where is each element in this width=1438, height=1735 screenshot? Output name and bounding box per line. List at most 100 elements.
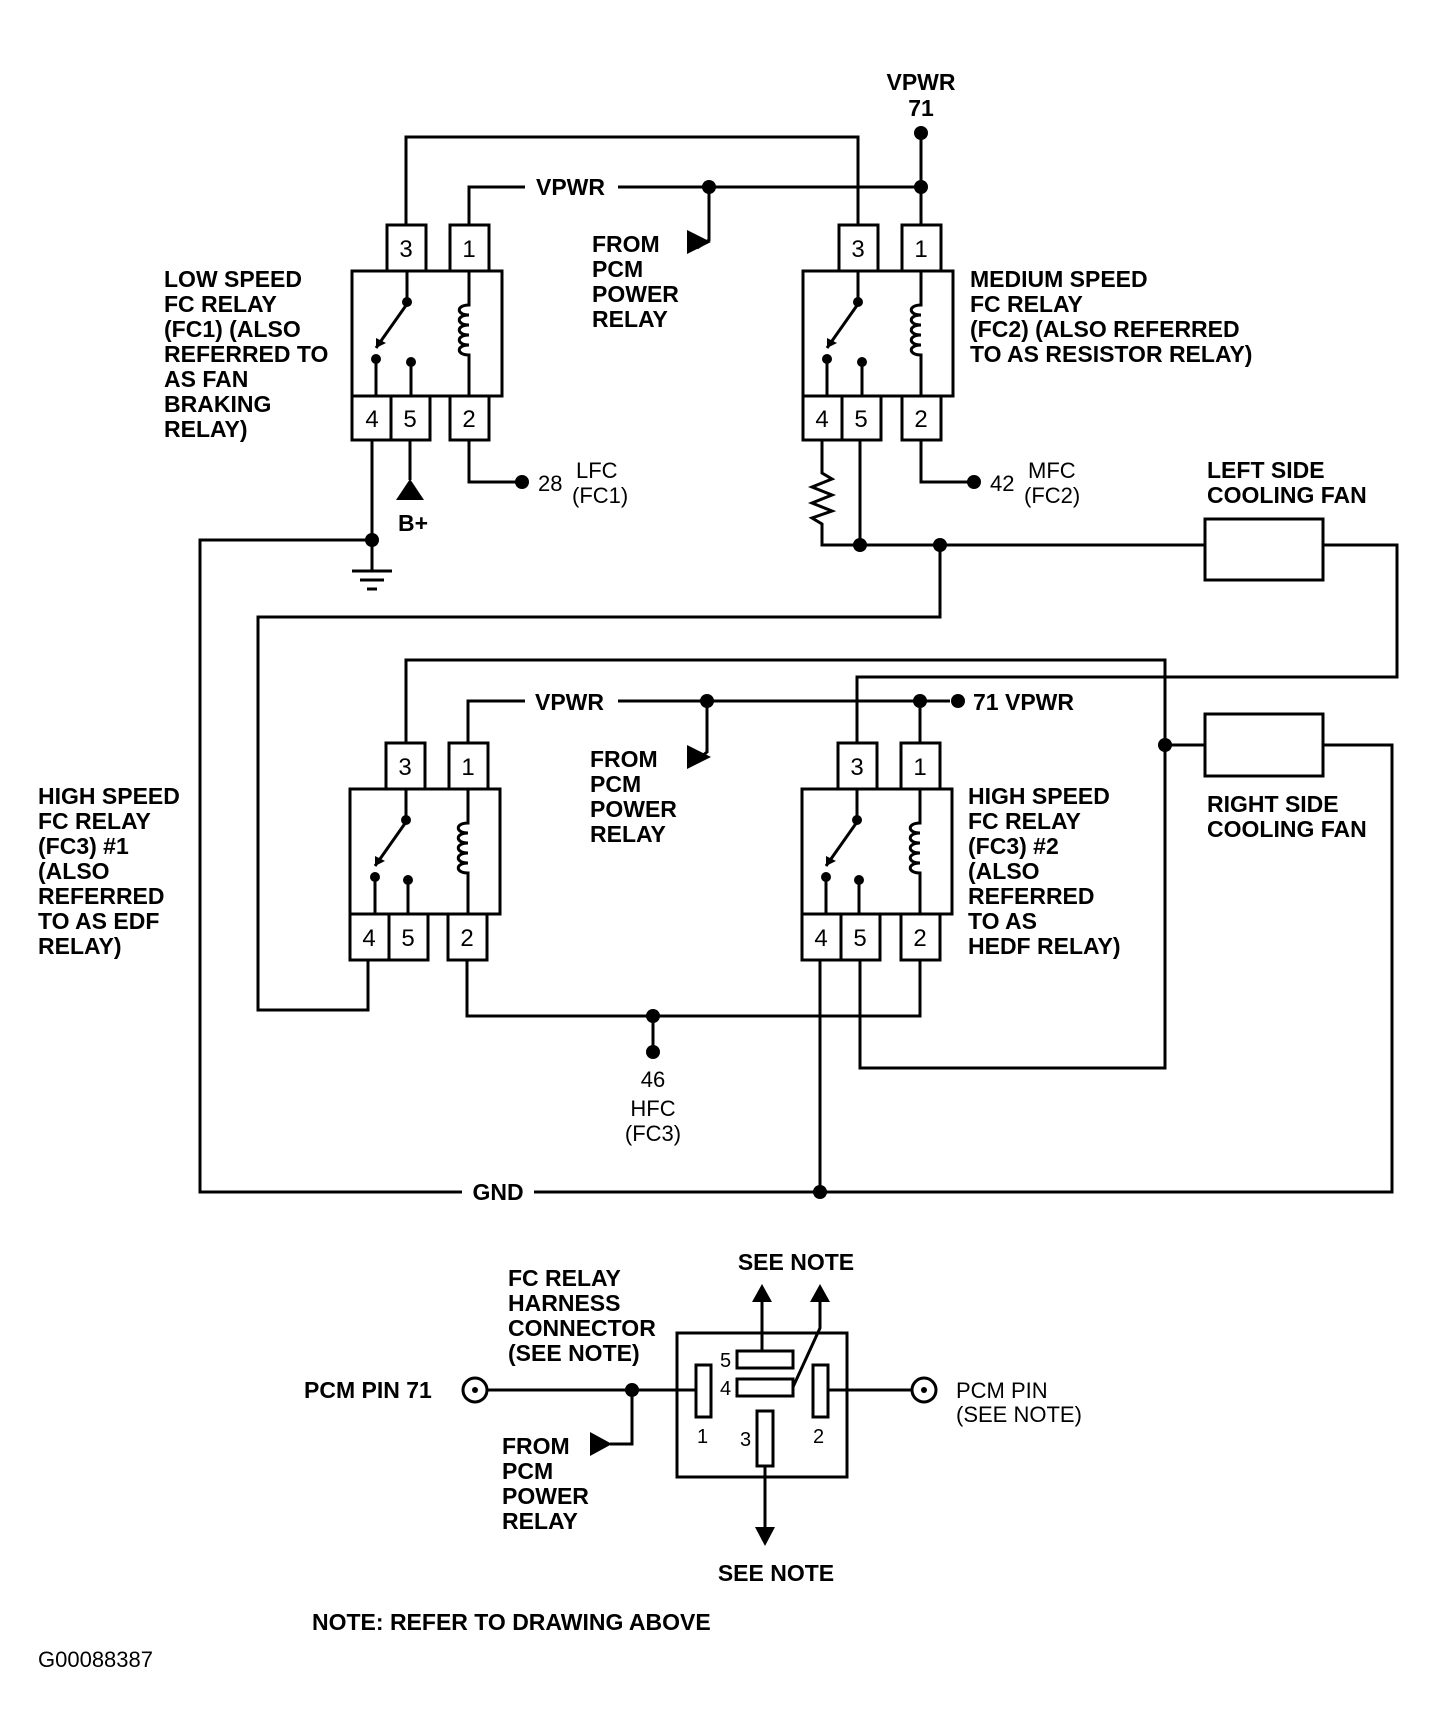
dot-right-fan-node — [1158, 738, 1172, 752]
dot-hfc-bus — [646, 1009, 660, 1023]
pin-2-label: 2 — [913, 925, 926, 952]
from-pcm-relay-arrow-icon — [590, 1432, 612, 1456]
vpwr-top-label: VPWR — [887, 69, 956, 95]
dot-fan-node — [933, 538, 947, 552]
switch-arrow-icon — [827, 338, 837, 348]
label-line: FC RELAY — [968, 808, 1081, 834]
switch-pivot — [852, 815, 862, 825]
dot-lfc — [515, 475, 529, 489]
wire-node-hs1-4 — [256, 545, 942, 1012]
medium-speed-fc-relay: 3 1 4 5 2 — [801, 223, 955, 442]
pcm-arrow-top-icon — [687, 230, 711, 254]
right-fan-label-1: RIGHT SIDE — [1207, 791, 1339, 817]
pin-1-box — [448, 223, 491, 273]
pin-4-label: 4 — [814, 925, 827, 952]
pin-1-box — [899, 741, 942, 791]
lfc-pin-number: 28 — [538, 471, 562, 496]
high-speed-relay-2-label: HIGH SPEED FC RELAY (FC3) #2 (ALSO REFER… — [968, 783, 1121, 959]
pin-3-box — [384, 741, 427, 791]
pin-5-label: 5 — [854, 406, 867, 433]
pin-3-label: 3 — [399, 236, 412, 263]
pin-2-label: 2 — [460, 925, 473, 952]
hfc-name: HFC — [630, 1096, 675, 1121]
wire-hs1-3-loop — [404, 658, 1167, 1070]
from-relay-line-3: POWER — [502, 1483, 589, 1509]
note-text: NOTE: REFER TO DRAWING ABOVE — [312, 1609, 711, 1635]
wire-ms4-resistor — [807, 440, 940, 547]
mfc-name: MFC — [1028, 458, 1076, 483]
see-note-down-arrow-icon — [755, 1527, 775, 1546]
see-note-top: SEE NOTE — [738, 1249, 854, 1275]
mfc-pin-number: 42 — [990, 471, 1014, 496]
dot-hfc — [646, 1045, 660, 1059]
from-pcm-line-2: PCM — [592, 256, 643, 282]
right-fan-label-2: COOLING FAN — [1207, 816, 1367, 842]
label-line: HIGH SPEED — [38, 783, 180, 809]
coil-icon — [457, 271, 471, 396]
pcm-pin-label-1: PCM PIN — [956, 1378, 1048, 1403]
dot-gnd — [813, 1185, 827, 1199]
mfc-code: (FC2) — [1024, 483, 1080, 508]
relay-body — [348, 787, 502, 916]
battery-label: B+ — [398, 510, 428, 536]
pin-5-label: 5 — [403, 406, 416, 433]
connector-label-2: HARNESS — [508, 1290, 620, 1316]
terminal-5 — [735, 1349, 795, 1370]
label-line: FC RELAY — [38, 808, 151, 834]
see-note-up-arrow-2-icon — [810, 1284, 830, 1302]
low-speed-fc-relay: 3 1 4 5 2 — [350, 223, 504, 442]
left-fan-label-1: LEFT SIDE — [1207, 457, 1325, 483]
pin-4-box — [348, 912, 391, 962]
pin-4-label: 4 — [365, 406, 378, 433]
wire-hfc-bus — [465, 960, 922, 1018]
see-note-bottom: SEE NOTE — [718, 1560, 834, 1586]
terminal-4 — [735, 1377, 795, 1398]
terminal-4-label: 4 — [720, 1378, 731, 1400]
dot-vpwr-top-mid — [702, 180, 716, 194]
low-speed-relay-label: LOW SPEED FC RELAY (FC1) (ALSO REFERRED … — [164, 266, 328, 442]
terminal-1 — [694, 1363, 713, 1419]
label-line: REFERRED — [968, 883, 1095, 909]
label-line: AS FAN — [164, 366, 248, 392]
fc-relay-harness-connector: FC RELAY HARNESS CONNECTOR (SEE NOTE) SE… — [304, 1249, 1082, 1586]
lfc-code: (FC1) — [572, 483, 628, 508]
high-speed-fc-relay-1: 3 1 4 5 2 — [348, 741, 502, 962]
pin-1-label: 1 — [913, 754, 926, 781]
pin-3-label: 3 — [850, 754, 863, 781]
pcm-arrow-bottom-icon — [687, 745, 711, 769]
pin-5-label: 5 — [401, 925, 414, 952]
label-line: TO AS — [968, 908, 1037, 934]
left-side-cooling-fan — [1203, 517, 1325, 582]
label-line: (FC1) (ALSO — [164, 316, 301, 342]
switch-pivot — [401, 815, 411, 825]
pin-3-box — [837, 223, 880, 273]
wire-ls3-ms3 — [404, 135, 860, 225]
pin-2-label: 2 — [914, 406, 927, 433]
label-line: MEDIUM SPEED — [970, 266, 1148, 292]
switch-arrow-icon — [375, 856, 385, 866]
vpwr-bus-label-bottom: VPWR — [535, 689, 604, 715]
pin-3-label: 3 — [851, 236, 864, 263]
gnd-label: GND — [472, 1179, 523, 1205]
label-line: LOW SPEED — [164, 266, 302, 292]
label-line: (ALSO — [968, 858, 1040, 884]
coil-icon — [909, 271, 923, 396]
label-line: BRAKING — [164, 391, 271, 417]
pin-3-label: 3 — [398, 754, 411, 781]
from-pcm-b-line-3: POWER — [590, 796, 677, 822]
label-line: (FC2) (ALSO REFERRED — [970, 316, 1240, 342]
pcm-pin-71-terminal-center — [472, 1387, 478, 1393]
connector-label-1: FC RELAY — [508, 1265, 621, 1291]
right-side-cooling-fan — [1203, 712, 1325, 778]
dot-mfc — [967, 475, 981, 489]
wire-gnd-left — [198, 538, 462, 1194]
wire-left-fan-hs2-3 — [855, 543, 1399, 743]
pin-3-box — [385, 223, 428, 273]
label-line: REFERRED — [38, 883, 165, 909]
pin-2-box — [448, 394, 491, 442]
vpwr-bus-label-top: VPWR — [536, 174, 605, 200]
terminal-5-label: 5 — [720, 1350, 731, 1372]
from-pcm-line-3: POWER — [592, 281, 679, 307]
label-line: RELAY) — [38, 933, 122, 959]
